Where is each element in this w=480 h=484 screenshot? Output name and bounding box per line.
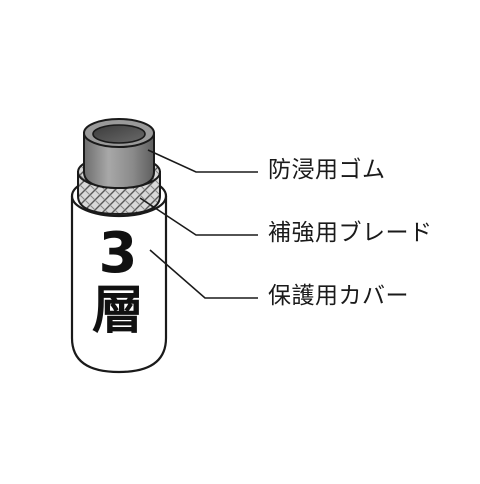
badge-kanji: 層 (92, 281, 144, 341)
leader-line-cover (149, 249, 258, 299)
badge-number: 3 (99, 221, 138, 286)
hose-bore (92, 124, 146, 144)
leader-line-rubber (147, 149, 258, 173)
cover-layer (70, 196, 168, 374)
rubber-layer (83, 132, 155, 190)
callout-label-rubber: 防浸用ゴム (268, 157, 386, 183)
callout-label-braid: 補強用ブレード (268, 220, 433, 246)
callout-label-cover: 保護用カバー (268, 283, 409, 309)
leader-line-braid (139, 197, 258, 236)
